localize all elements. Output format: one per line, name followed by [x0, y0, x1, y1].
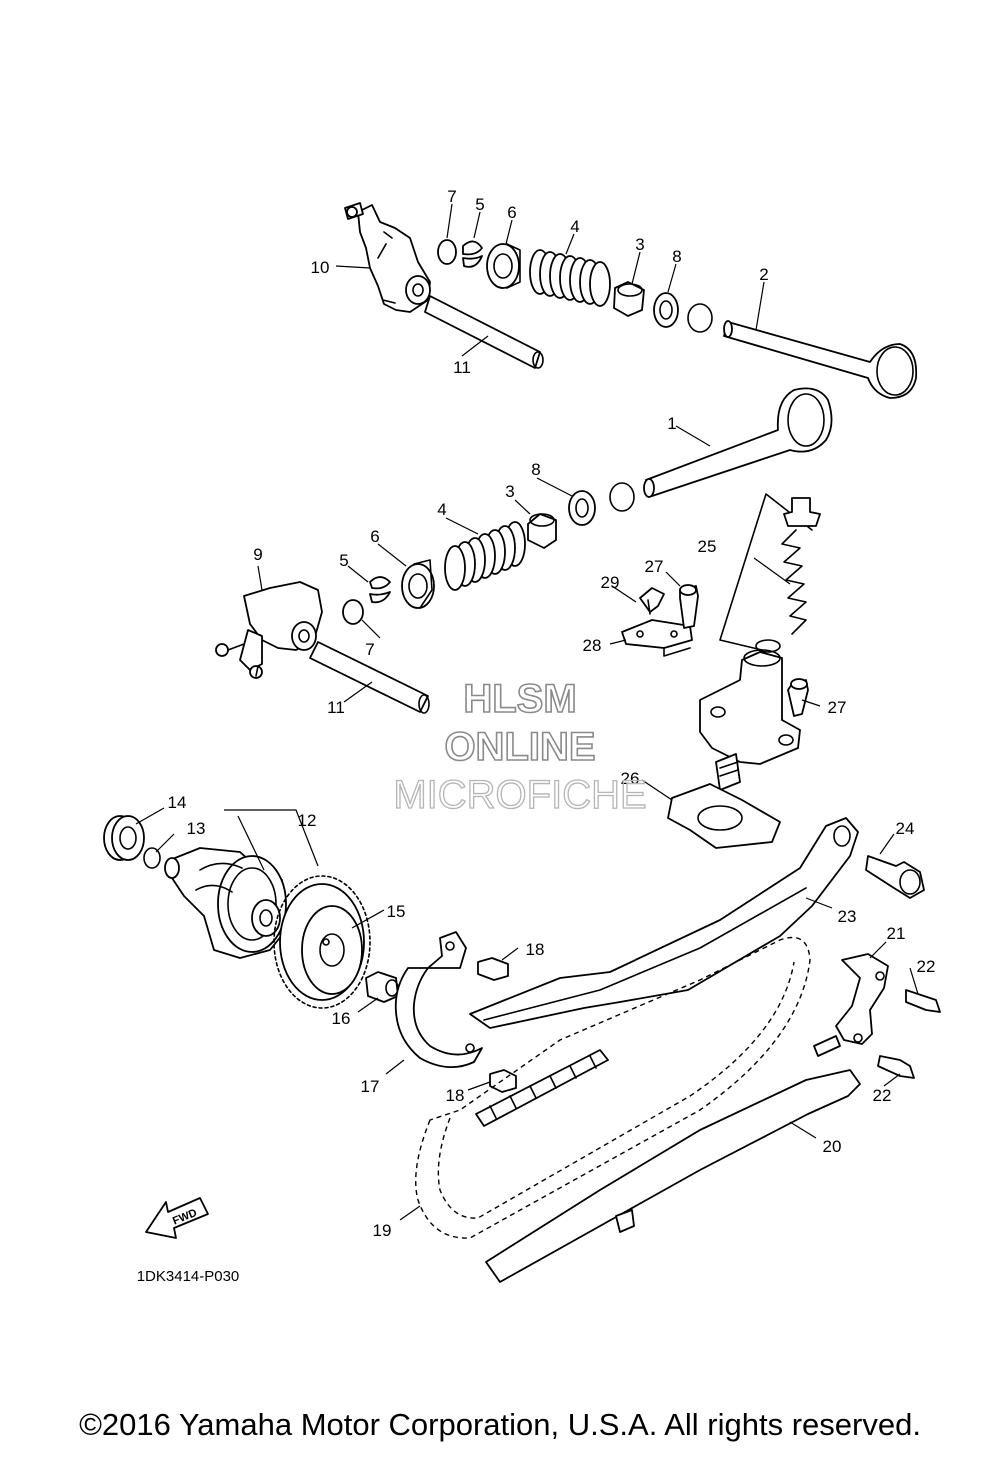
callout-29: 29	[601, 573, 620, 592]
callout-6: 6	[370, 527, 379, 546]
o-ring-upper[interactable]	[687, 303, 713, 333]
bolt-27-top[interactable]	[679, 584, 699, 629]
callout-16: 16	[332, 1009, 351, 1028]
callout-26: 26	[621, 769, 640, 788]
callouts: 7 5 6 4 3 8 2 10 11 1 8 3 4 6 5 9 7 11 2…	[168, 187, 936, 1240]
bolt-24[interactable]	[865, 855, 925, 899]
callout-22: 22	[873, 1086, 892, 1105]
valve-seal-3-upper[interactable]	[613, 281, 645, 317]
rocker-arm-9[interactable]	[215, 581, 323, 679]
callout-4: 4	[437, 500, 446, 519]
cotter-5-lower[interactable]	[369, 576, 391, 604]
rocker-shaft-11-upper[interactable]	[424, 295, 544, 369]
callout-12: 12	[298, 811, 317, 830]
callout-3: 3	[635, 235, 644, 254]
callout-28: 28	[583, 636, 602, 655]
bolt-27-right[interactable]	[787, 678, 809, 717]
watermark: HLSM ONLINE MICROFICHE	[393, 676, 648, 817]
o-ring-13[interactable]	[143, 847, 161, 869]
leader-lines	[135, 203, 919, 1221]
callout-6: 6	[507, 203, 516, 222]
cotter-5-upper[interactable]	[462, 240, 483, 268]
exhaust-valve-2[interactable]	[723, 320, 918, 399]
watermark-line-2: ONLINE	[444, 725, 595, 769]
rocker-shaft-11-lower[interactable]	[309, 641, 430, 714]
valve-spring-4-lower[interactable]	[444, 521, 526, 591]
spring-seat-8-lower[interactable]	[568, 490, 596, 526]
clip-29[interactable]	[639, 587, 665, 615]
callout-24: 24	[896, 819, 915, 838]
callout-8: 8	[672, 247, 681, 266]
bracket-28[interactable]	[621, 619, 693, 657]
callout-14: 14	[168, 793, 187, 812]
bearing-14[interactable]	[103, 815, 145, 861]
tensioner-body[interactable]	[699, 649, 801, 791]
fwd-arrow-icon: FWD	[145, 1197, 209, 1239]
plate-17[interactable]	[394, 931, 483, 1068]
valve-seal-3-lower[interactable]	[527, 513, 557, 549]
watermark-line-1: HLSM	[463, 677, 576, 721]
sprocket-15[interactable]	[273, 875, 371, 1009]
callout-7: 7	[365, 640, 374, 659]
bolt-22-lower[interactable]	[877, 1055, 915, 1079]
copyright-notice: ©2016 Yamaha Motor Corporation, U.S.A. A…	[79, 1407, 921, 1442]
callout-27: 27	[645, 557, 664, 576]
callout-10: 10	[311, 258, 330, 277]
callout-9: 9	[253, 545, 262, 564]
tensioner-spring-25[interactable]	[719, 493, 821, 653]
bolt-16[interactable]	[365, 971, 399, 1003]
callout-18: 18	[446, 1086, 465, 1105]
rocker-arm-10[interactable]	[344, 202, 431, 313]
callout-22: 22	[917, 957, 936, 976]
chain-guide-23[interactable]	[469, 817, 859, 1029]
callout-21: 21	[887, 924, 906, 943]
camshaft-12[interactable]	[164, 847, 287, 959]
callout-20: 20	[823, 1137, 842, 1156]
callout-17: 17	[361, 1077, 380, 1096]
callout-11: 11	[453, 358, 471, 377]
valve-spring-4-upper[interactable]	[529, 249, 611, 307]
gasket-26[interactable]	[667, 783, 781, 849]
intake-valve-1[interactable]	[643, 387, 833, 498]
callout-4: 4	[570, 217, 579, 236]
callout-5: 5	[475, 195, 484, 214]
callout-25: 25	[698, 537, 717, 556]
chain-guide-20[interactable]	[485, 1069, 861, 1283]
callout-5: 5	[339, 551, 348, 570]
callout-27: 27	[828, 698, 847, 717]
retainer-6-upper[interactable]	[486, 243, 521, 289]
diagram-code: 1DK3414-P030	[137, 1268, 240, 1285]
callout-7: 7	[447, 187, 456, 206]
bolt-18-lower[interactable]	[489, 1069, 517, 1093]
callout-19: 19	[373, 1221, 392, 1240]
callout-8: 8	[531, 460, 540, 479]
callout-18: 18	[526, 940, 545, 959]
bolt-18-upper[interactable]	[477, 957, 509, 981]
retainer-6-lower[interactable]	[401, 559, 435, 609]
spring-seat-8-upper[interactable]	[653, 292, 679, 328]
clip-7-lower[interactable]	[342, 599, 364, 625]
callout-1: 1	[667, 414, 676, 433]
callout-15: 15	[387, 902, 406, 921]
callout-23: 23	[838, 907, 857, 926]
stopper-21[interactable]	[813, 953, 889, 1057]
o-ring-lower[interactable]	[609, 482, 635, 512]
callout-13: 13	[187, 819, 206, 838]
clip-7-upper[interactable]	[437, 239, 457, 265]
callout-3: 3	[505, 482, 514, 501]
callout-2: 2	[759, 265, 768, 284]
watermark-line-3: MICROFICHE	[393, 773, 646, 817]
callout-11: 11	[327, 698, 345, 717]
cam-chain-19[interactable]	[415, 936, 811, 1239]
bolt-22-upper[interactable]	[905, 989, 941, 1013]
